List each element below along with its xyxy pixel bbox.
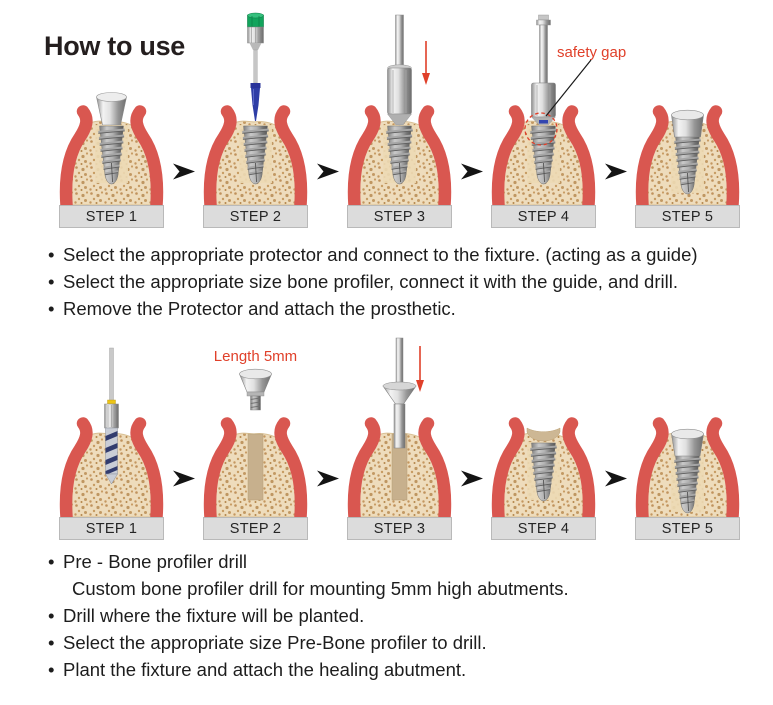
step-panel-r1-s4: STEP 4: [491, 13, 596, 228]
arrow-right-icon: [164, 163, 203, 180]
drill-site-illustration: [59, 347, 164, 517]
step-label: STEP 1: [59, 517, 164, 540]
arrow-right-icon: [452, 470, 491, 487]
implant-fixture-icon: [237, 123, 274, 186]
driver-tool-icon: [247, 12, 264, 84]
implant-fixture-icon: [381, 123, 418, 186]
bone-profiler-seated-icon: [531, 14, 556, 127]
safety-gap-pointer-line: [545, 59, 592, 117]
driver-protector-illustration: [203, 12, 308, 205]
bone-profiler-drilling-illustration: [347, 14, 452, 205]
implant-with-protector-illustration: [59, 92, 164, 205]
safety-gap-circle-icon: [524, 112, 558, 146]
instruction-item: Select the appropriate protector and con…: [48, 241, 698, 268]
implant-fixture-icon: [525, 123, 562, 186]
step-panel-r1-s2: STEP 2: [203, 12, 308, 228]
arrow-right-icon: [308, 163, 347, 180]
instruction-item: Select the appropriate size bone profile…: [48, 268, 698, 295]
arrow-right-icon: [452, 163, 491, 180]
healing-abutment-illustration: [635, 338, 740, 517]
abutment-5mm-icon: [239, 368, 272, 411]
instructions-row-1: Select the appropriate protector and con…: [48, 241, 698, 322]
drill-channel-icon: [247, 433, 264, 501]
safety-gap-label: safety gap: [557, 44, 627, 61]
bone-profiler-icon: [387, 14, 412, 126]
step-label: STEP 2: [203, 205, 308, 228]
profiler-seated-safety-gap-illustration: [491, 14, 596, 205]
instructions-row-2: Pre - Bone profiler drill Custom bone pr…: [48, 548, 569, 683]
bone-recess-icon: [526, 427, 561, 442]
instruction-item: Select the appropriate size Pre-Bone pro…: [48, 629, 569, 656]
prosthetic-attached-illustration: [635, 13, 740, 205]
step-panel-r2-s3: STEP 3: [347, 337, 452, 540]
pre-bone-profiler-icon: [382, 337, 417, 449]
step-panel-r1-s5: STEP 5: [635, 13, 740, 228]
step-panel-r2-s4: STEP 4: [491, 338, 596, 540]
arrow-right-icon: [164, 470, 203, 487]
step-label: STEP 4: [491, 205, 596, 228]
procedure-row-2: STEP 1 STEP 2: [59, 337, 740, 540]
step-label: STEP 3: [347, 517, 452, 540]
page-title: How to use: [44, 31, 186, 61]
instruction-item: Drill where the fixture will be planted.: [48, 602, 569, 629]
fixture-planted-illustration: [491, 338, 596, 517]
step-label: STEP 5: [635, 517, 740, 540]
cover-protector-icon: [96, 92, 127, 126]
step-panel-r1-s1: STEP 1: [59, 13, 164, 228]
down-arrow-icon: [416, 346, 424, 392]
length-5mm-label: Length 5mm: [213, 348, 298, 365]
pre-bone-profiler-drilling-illustration: [347, 337, 452, 517]
step-panel-r1-s3: STEP 3: [347, 13, 452, 228]
step-label: STEP 2: [203, 517, 308, 540]
arrow-right-icon: [596, 163, 635, 180]
step-label: STEP 3: [347, 205, 452, 228]
arrow-right-icon: [596, 470, 635, 487]
implant-fixture-icon: [93, 123, 130, 186]
down-arrow-icon: [422, 41, 430, 85]
healing-abutment-icon: [671, 428, 704, 457]
instruction-item: Plant the fixture and attach the healing…: [48, 656, 569, 683]
blue-protector-icon: [250, 83, 261, 121]
implant-fixture-icon: [669, 133, 706, 196]
implant-fixture-icon: [669, 452, 706, 515]
step-label: STEP 1: [59, 205, 164, 228]
instruction-item: Remove the Protector and attach the pros…: [48, 295, 698, 322]
step-label: STEP 4: [491, 517, 596, 540]
step-panel-r2-s5: STEP 5: [635, 338, 740, 540]
abutment-over-channel-illustration: [203, 368, 308, 517]
procedure-row-1: STEP 1: [59, 12, 740, 228]
instruction-item-continuation: Custom bone profiler drill for mounting …: [72, 578, 569, 599]
step-label: STEP 5: [635, 205, 740, 228]
step-panel-r2-s1: STEP 1: [59, 338, 164, 540]
implant-fixture-icon: [525, 440, 562, 503]
arrow-right-icon: [308, 470, 347, 487]
prosthetic-cap-icon: [671, 109, 704, 138]
instruction-item: Pre - Bone profiler drill: [48, 548, 569, 575]
twist-drill-icon: [104, 347, 119, 485]
step-panel-r2-s2: STEP 2: [203, 338, 308, 540]
